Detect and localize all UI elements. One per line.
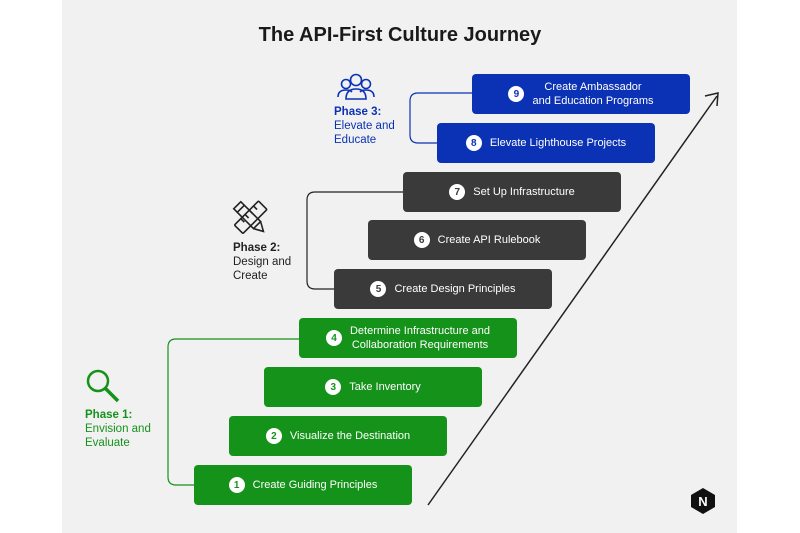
step-1-label: Create Guiding Principles [252,479,378,491]
phase-3-title: Phase 3: [334,106,382,118]
phase3-bracket [409,92,472,144]
step-4-number: 4 [325,330,342,346]
step-2-box: 2 Visualize the Destination [229,416,447,456]
step-7-label: Set Up Infrastructure [473,186,575,198]
step-7-number: 7 [449,184,466,200]
step-2-number: 2 [265,428,282,444]
phase-1-title: Phase 1: [85,409,133,421]
step-8-label: Elevate Lighthouse Projects [489,137,627,149]
step-8-number: 8 [465,135,482,151]
step-9-label-line1: Create Ambassador [544,81,642,93]
step-4-label-line2: Collaboration Requirements [351,339,489,351]
page-title: The API-First Culture Journey [258,24,542,46]
phase2-bracket [306,191,403,290]
step-4-label-line1: Determine Infrastructure and [349,325,490,337]
step-5-box: 5 Create Design Principles [334,269,552,309]
step-7-box: 7 Set Up Infrastructure [403,172,621,212]
logo-letter: N [698,494,707,509]
phase-3-label: Phase 3: Elevate and Educate [334,105,395,147]
phase-2-label: Phase 2: Design and Create [233,241,291,283]
step-6-label: Create API Rulebook [437,234,541,246]
step-1-number: 1 [228,477,245,493]
step-6-number: 6 [413,232,430,248]
journey-arrow [427,92,719,506]
step-8-box: 8 Elevate Lighthouse Projects [437,123,655,163]
step-4-box: 4 Determine Infrastructure and Collabora… [299,318,517,358]
step-2-label: Visualize the Destination [289,430,411,442]
pencil-ruler-icon [232,200,268,234]
nginx-hexagon-logo: N [691,488,715,514]
phase-2-line1: Design and [233,256,292,268]
step-3-label: Take Inventory [349,381,421,393]
phase-3-line1: Elevate and [334,120,395,132]
step-3-box: 3 Take Inventory [264,367,482,407]
phase-3-line2: Educate [334,134,377,146]
phase-1-line1: Envision and [85,423,151,435]
step-6-box: 6 Create API Rulebook [368,220,586,260]
magnifier-icon [86,369,120,403]
step-5-number: 5 [370,281,387,297]
people-group-icon [337,73,375,100]
phase-1-label: Phase 1: Envision and Evaluate [85,408,151,450]
phase1-bracket [167,338,299,486]
step-1-box: 1 Create Guiding Principles [194,465,412,505]
phase-2-title: Phase 2: [233,242,281,254]
phase-1-line2: Evaluate [85,437,130,449]
step-9-label-line2: and Education Programs [532,95,654,107]
step-5-label: Create Design Principles [394,283,516,295]
phase-2-line2: Create [233,270,268,282]
step-3-number: 3 [325,379,342,395]
step-9-number: 9 [508,86,525,102]
step-9-box: 9 Create Ambassador and Education Progra… [472,74,690,114]
